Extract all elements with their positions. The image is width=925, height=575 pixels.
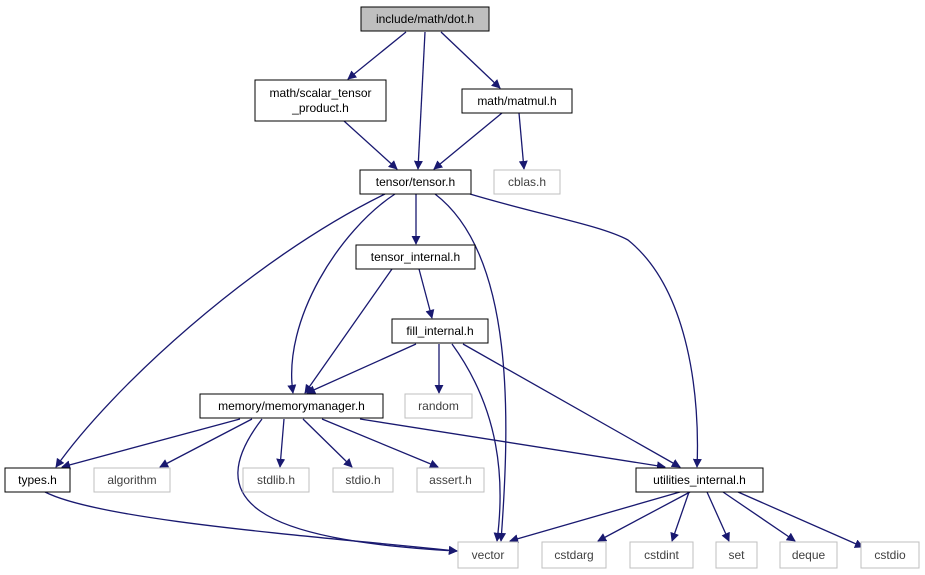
node-scalar-tensor-product-h[interactable]: math/scalar_tensor_product.h	[254, 79, 387, 122]
node-box	[4, 467, 71, 493]
node-box	[360, 6, 490, 32]
edge-tensor-h-to-types-h	[55, 193, 386, 468]
node-box	[332, 467, 394, 493]
edge-memorymanager-h-to-stdlib-h	[276, 418, 286, 468]
node-box	[404, 393, 473, 419]
node-vector: vector	[457, 541, 519, 569]
node-label: random	[418, 399, 459, 413]
edge-types-h-to-vector	[44, 491, 458, 555]
edge-memorymanager-h-to-stdio-h	[302, 418, 353, 468]
edge-dot-h-to-tensor-h	[413, 31, 426, 170]
node-label: types.h	[18, 473, 57, 487]
edge-dot-h-to-matmul-h	[440, 31, 501, 89]
node-box	[860, 541, 920, 569]
edge-memorymanager-h-to-utilities-internal-h	[359, 418, 666, 471]
edge-matmul-h-to-cblas-h	[518, 112, 528, 170]
edge-utilities-internal-h-to-cstdint	[670, 491, 690, 542]
node-matmul-h[interactable]: math/matmul.h	[461, 88, 573, 114]
edge-memorymanager-h-to-algorithm	[159, 418, 253, 468]
node-label: math/matmul.h	[477, 94, 556, 108]
node-label: include/math/dot.h	[376, 12, 474, 26]
edge-utilities-internal-h-to-vector	[509, 491, 681, 544]
node-memorymanager-h[interactable]: memory/memorymanager.h	[199, 393, 384, 419]
edge-tensor-h-to-memorymanager-h	[287, 193, 396, 394]
node-box	[779, 541, 838, 569]
node-set: set	[715, 541, 758, 569]
node-label: cstdio	[874, 548, 906, 562]
node-label: tensor_internal.h	[371, 250, 460, 264]
node-stdlib-h: stdlib.h	[242, 467, 310, 493]
node-label: assert.h	[429, 473, 472, 487]
node-box	[242, 467, 310, 493]
node-box	[254, 79, 387, 122]
node-box	[355, 244, 476, 270]
node-box	[416, 467, 485, 493]
node-tensor-internal-h[interactable]: tensor_internal.h	[355, 244, 476, 270]
node-algorithm: algorithm	[93, 467, 171, 493]
node-box	[629, 541, 694, 569]
node-box	[715, 541, 758, 569]
edge-utilities-internal-h-to-cstdarg	[597, 491, 691, 542]
node-assert-h: assert.h	[416, 467, 485, 493]
edge-utilities-internal-h-to-set	[706, 491, 730, 542]
edge-fill-internal-h-to-utilities-internal-h	[462, 343, 681, 468]
node-label: stdlib.h	[257, 473, 295, 487]
node-tensor-h[interactable]: tensor/tensor.h	[359, 169, 472, 195]
edge-scalar-tensor-product-h-to-tensor-h	[343, 120, 398, 170]
node-types-h[interactable]: types.h	[4, 467, 71, 493]
node-label: cstdarg	[554, 548, 593, 562]
node-box	[391, 318, 489, 344]
node-stdio-h: stdio.h	[332, 467, 394, 493]
edge-memorymanager-h-to-types-h	[61, 418, 241, 470]
edge-layer	[44, 31, 864, 556]
edge-tensor-h-to-vector	[434, 193, 507, 542]
edge-utilities-internal-h-to-cstdio	[737, 491, 864, 548]
node-box	[457, 541, 519, 569]
node-box	[359, 169, 472, 195]
node-fill-internal-h[interactable]: fill_internal.h	[391, 318, 489, 344]
node-label: set	[728, 548, 745, 562]
node-label: memory/memorymanager.h	[218, 399, 365, 413]
node-layer: include/math/dot.h math/scalar_tensor_pro…	[4, 6, 920, 569]
node-box	[635, 467, 764, 493]
node-box	[493, 169, 561, 195]
edge-memorymanager-h-to-assert-h	[321, 418, 439, 469]
edge-matmul-h-to-tensor-h	[433, 112, 503, 170]
node-label: cstdint	[644, 548, 679, 562]
node-box	[199, 393, 384, 419]
node-cstdio: cstdio	[860, 541, 920, 569]
node-label: deque	[792, 548, 826, 562]
edge-tensor-internal-h-to-fill-internal-h	[418, 268, 435, 319]
node-dot-h[interactable]: include/math/dot.h	[360, 6, 490, 32]
node-cstdarg: cstdarg	[541, 541, 607, 569]
node-label: tensor/tensor.h	[376, 175, 455, 189]
edge-fill-internal-h-to-memorymanager-h	[306, 343, 417, 394]
edge-memorymanager-h-to-vector	[237, 418, 458, 556]
node-label: utilities_internal.h	[653, 473, 746, 487]
node-cblas-h: cblas.h	[493, 169, 561, 195]
node-label: vector	[472, 548, 505, 562]
node-box	[461, 88, 573, 114]
node-deque: deque	[779, 541, 838, 569]
node-label: fill_internal.h	[406, 324, 473, 338]
node-cstdint: cstdint	[629, 541, 694, 569]
node-box	[93, 467, 171, 493]
edge-dot-h-to-scalar-tensor-product-h	[347, 31, 407, 80]
edge-utilities-internal-h-to-deque	[722, 491, 796, 542]
node-label: cblas.h	[508, 175, 546, 189]
node-random: random	[404, 393, 473, 419]
node-label: stdio.h	[345, 473, 380, 487]
node-label: _product.h	[291, 101, 349, 115]
node-box	[541, 541, 607, 569]
edge-fill-internal-h-to-vector	[451, 343, 503, 542]
node-utilities-internal-h[interactable]: utilities_internal.h	[635, 467, 764, 493]
edge-tensor-h-to-utilities-internal-h	[469, 193, 702, 468]
edge-tensor-internal-h-to-memorymanager-h	[304, 268, 393, 394]
node-label: math/scalar_tensor	[269, 86, 371, 100]
node-label: algorithm	[107, 473, 156, 487]
